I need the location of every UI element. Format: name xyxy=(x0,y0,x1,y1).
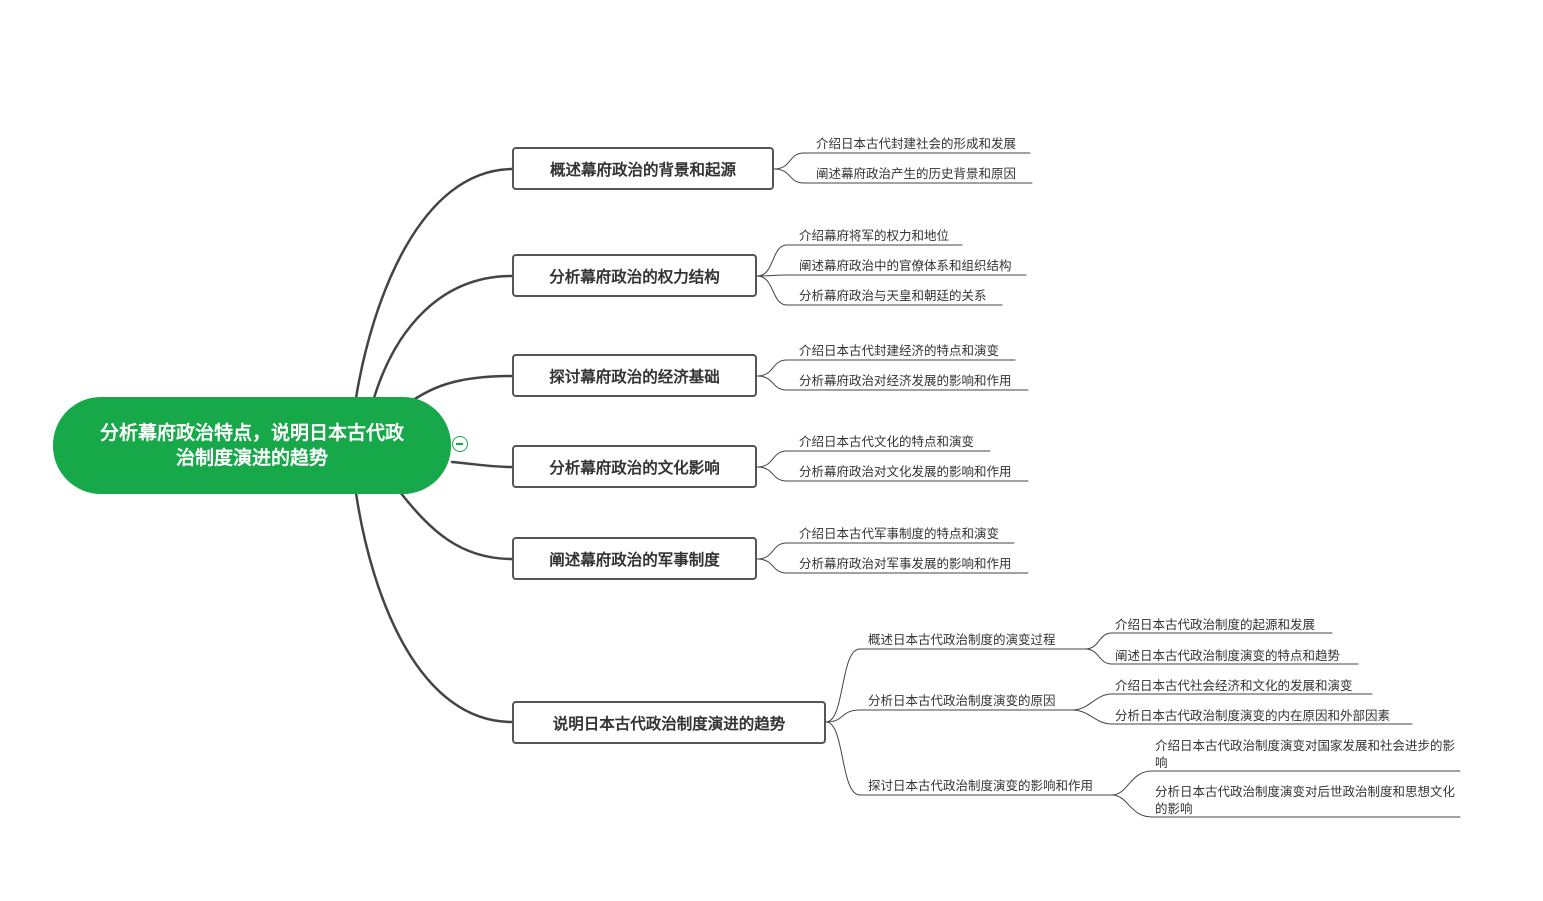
branch-military-system[interactable]: 阐述幕府政治的军事制度 xyxy=(512,537,757,580)
leaf-connector xyxy=(1084,632,1333,650)
leaf-connector xyxy=(773,168,1033,184)
subtopic[interactable]: 探讨日本古代政治制度演变的影响和作用 xyxy=(868,778,1094,793)
leaf-topic[interactable]: 分析幕府政治与天皇和朝廷的关系 xyxy=(799,288,987,303)
leaf-topic[interactable]: 介绍日本古代社会经济和文化的发展和演变 xyxy=(1115,678,1353,693)
subtopic-connector xyxy=(825,709,1073,723)
trunk-connector xyxy=(354,491,514,724)
leaf-topic[interactable]: 介绍日本古代封建经济的特点和演变 xyxy=(799,343,1000,358)
leaf-connector xyxy=(756,359,1016,377)
branch-economic-basis[interactable]: 探讨幕府政治的经济基础 xyxy=(512,354,757,397)
leaf-topic[interactable]: 分析幕府政治对文化发展的影响和作用 xyxy=(799,464,1012,479)
leaf-connector xyxy=(1111,770,1461,796)
leaf-topic[interactable]: 分析日本古代政治制度演变对后世政治制度和思想文化的影响 xyxy=(1155,784,1456,816)
leaf-connector xyxy=(756,274,1027,277)
leaf-topic[interactable]: 分析幕府政治对经济发展的影响和作用 xyxy=(799,373,1012,388)
branch-power-structure[interactable]: 分析幕府政治的权力结构 xyxy=(512,254,757,297)
leaf-topic[interactable]: 阐述幕府政治产生的历史背景和原因 xyxy=(816,166,1017,181)
leaf-connector xyxy=(773,152,1031,170)
leaf-topic[interactable]: 介绍幕府将军的权力和地位 xyxy=(799,228,950,243)
leaf-connector xyxy=(756,558,1029,574)
leaf-connector xyxy=(1084,648,1359,665)
root-topic[interactable]: 分析幕府政治特点，说明日本古代政治制度演进的趋势 xyxy=(53,397,451,494)
leaf-topic[interactable]: 阐述日本古代政治制度演变的特点和趋势 xyxy=(1115,648,1341,663)
branch-cultural-influence[interactable]: 分析幕府政治的文化影响 xyxy=(512,445,757,488)
leaf-topic[interactable]: 分析幕府政治对军事发展的影响和作用 xyxy=(799,556,1012,571)
trunk-connector xyxy=(354,167,514,400)
branch-label: 分析幕府政治的文化影响 xyxy=(549,458,720,477)
root-topic-label: 分析幕府政治特点，说明日本古代政治制度演进的趋势 xyxy=(99,421,404,469)
leaf-connector xyxy=(756,275,1003,306)
leaf-connector xyxy=(756,244,963,277)
branch-label: 说明日本古代政治制度演进的趋势 xyxy=(552,714,786,733)
branch-background-origin[interactable]: 概述幕府政治的背景和起源 xyxy=(512,147,774,190)
leaf-connector xyxy=(1071,693,1373,711)
branch-label: 分析幕府政治的权力结构 xyxy=(549,267,720,286)
branch-evolution-trend[interactable]: 说明日本古代政治制度演进的趋势 xyxy=(512,701,826,744)
subtopic-connector xyxy=(825,721,1113,796)
leaf-connector xyxy=(1111,794,1461,818)
leaf-topic[interactable]: 介绍日本古代军事制度的特点和演变 xyxy=(799,526,1000,541)
trunk-connector xyxy=(450,460,514,469)
leaf-connector xyxy=(756,375,1029,391)
leaf-connector xyxy=(1071,709,1413,725)
leaf-topic[interactable]: 介绍日本古代封建社会的形成和发展 xyxy=(816,136,1017,151)
leaf-topic[interactable]: 介绍日本古代文化的特点和演变 xyxy=(799,434,975,449)
branch-label: 探讨幕府政治的经济基础 xyxy=(549,367,720,386)
leaf-connector xyxy=(756,450,991,468)
trunk-connector xyxy=(398,490,514,561)
leaf-topic[interactable]: 阐述幕府政治中的官僚体系和组织结构 xyxy=(799,258,1012,273)
branch-label: 阐述幕府政治的军事制度 xyxy=(549,550,720,569)
branch-label: 概述幕府政治的背景和起源 xyxy=(549,160,736,179)
subtopic-connector xyxy=(825,648,1086,723)
leaf-connector xyxy=(756,542,1015,560)
leaf-topic[interactable]: 介绍日本古代政治制度的起源和发展 xyxy=(1115,617,1316,632)
leaf-topic[interactable]: 分析日本古代政治制度演变的内在原因和外部因素 xyxy=(1115,708,1391,723)
leaf-topic[interactable]: 介绍日本古代政治制度演变对国家发展和社会进步的影响 xyxy=(1155,738,1456,770)
trunk-connector xyxy=(372,274,514,400)
subtopic[interactable]: 分析日本古代政治制度演变的原因 xyxy=(868,693,1056,708)
subtopic[interactable]: 概述日本古代政治制度的演变过程 xyxy=(868,632,1056,647)
collapse-toggle-icon[interactable] xyxy=(452,436,468,452)
leaf-connector xyxy=(756,466,1029,482)
